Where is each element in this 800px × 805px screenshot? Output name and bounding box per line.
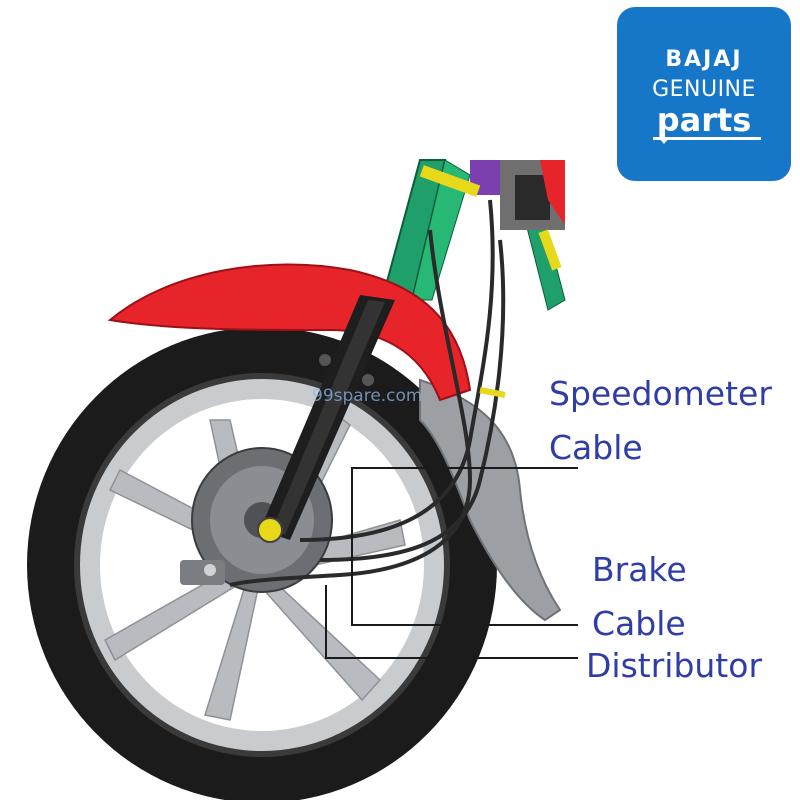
leader-lines: [325, 467, 578, 659]
bajaj-genuine-parts-logo: BAJAJ GENUINE parts: [617, 7, 791, 181]
label-brake-cable: Cable: [592, 604, 686, 643]
label-distributor: Distributor: [586, 646, 763, 685]
cables: [229, 199, 506, 587]
distributor-leader: [325, 585, 578, 659]
watermark: 99spare.com: [312, 386, 423, 406]
logo-underline: [653, 137, 761, 140]
front-fork: [257, 295, 395, 543]
mudguard-rear-extension: [419, 378, 562, 622]
frame: [380, 159, 566, 311]
logo-arrow-icon: [659, 138, 669, 144]
logo-parts: parts: [656, 101, 752, 139]
label-brake: Brake: [592, 550, 687, 589]
logo-brand: BAJAJ: [665, 47, 743, 72]
rim: [80, 379, 444, 751]
label-speedometer: Speedometer: [549, 374, 772, 413]
speedometer-leader: [351, 467, 578, 626]
label-speedometer-cable: Cable: [549, 428, 643, 467]
logo-genuine: GENUINE: [652, 77, 756, 102]
